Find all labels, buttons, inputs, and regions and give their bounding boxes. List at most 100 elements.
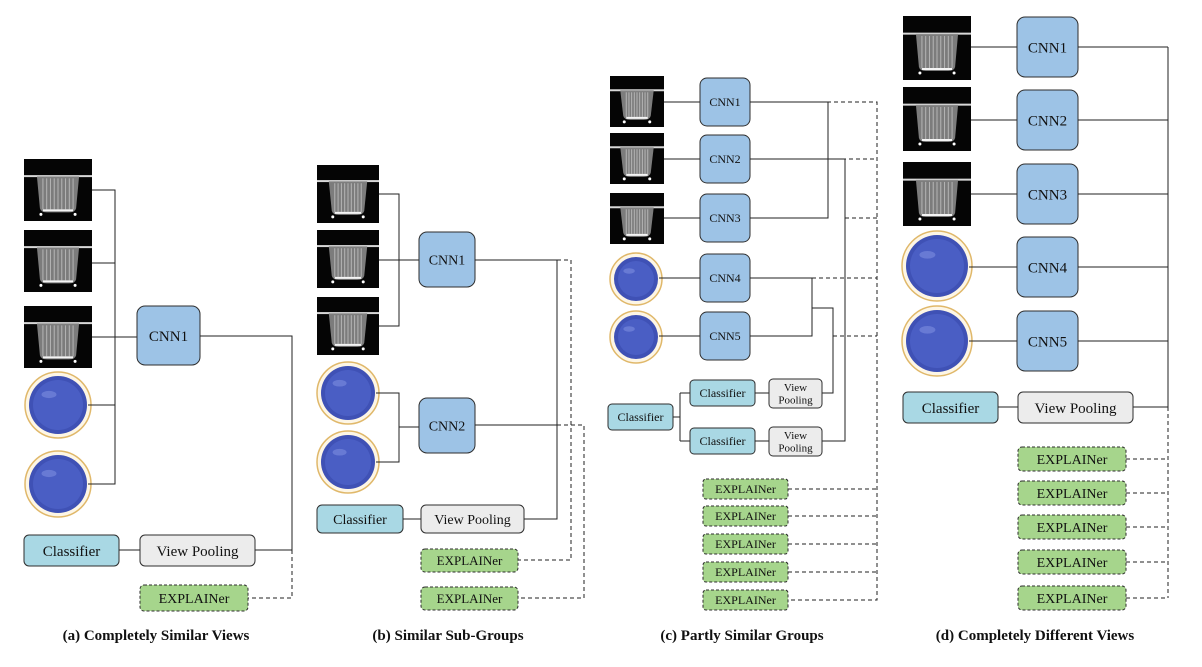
dashed-connector: [518, 424, 585, 599]
explainer-box-label: EXPLAINer: [437, 553, 503, 568]
dashed-connector: [750, 101, 878, 601]
explainer-box-label: EXPLAINer: [1037, 592, 1108, 607]
explainer-box: EXPLAINer: [702, 589, 789, 611]
cnn-box: CNN3: [1016, 163, 1079, 225]
side-view-image: [610, 133, 664, 184]
dashed-connector: [248, 550, 293, 599]
connector-line: [475, 259, 558, 520]
top-view-image: [901, 305, 973, 377]
explainer-box-label: EXPLAINer: [1037, 556, 1108, 571]
view-pooling-box: View Pooling: [420, 504, 525, 534]
cnn-box: CNN2: [1016, 89, 1079, 151]
classifier-box-label: Classifier: [700, 434, 746, 448]
explainer-box: EXPLAINer: [1017, 446, 1127, 472]
explainer-box: EXPLAINer: [1017, 549, 1127, 575]
view-pooling-box-box: [420, 504, 525, 534]
connector-line: [750, 158, 846, 442]
connector-line: [750, 277, 813, 337]
connector-line: [200, 335, 293, 551]
view-pooling-box-label: View Pooling: [156, 544, 239, 560]
cnn-box-label: CNN5: [1028, 334, 1067, 350]
explainer-box: EXPLAINer: [420, 586, 519, 611]
connector-line: [812, 307, 834, 394]
cnn-box-label: CNN4: [1028, 260, 1068, 276]
explainer-box: EXPLAINer: [1017, 514, 1127, 540]
top-view-image: [24, 450, 92, 518]
cnn-box: CNN1: [136, 305, 201, 366]
classifier-box: Classifier: [902, 391, 999, 424]
view-pooling-box-box: [768, 378, 823, 409]
side-view-image: [24, 230, 92, 292]
side-view-image: [317, 230, 379, 288]
classifier-box: Classifier: [23, 534, 120, 567]
side-view-image: [610, 193, 664, 244]
classifier-box-label: Classifier: [922, 401, 980, 417]
view-pooling-box-box: [139, 534, 256, 567]
top-view-image: [609, 252, 663, 306]
cnn-box-label: CNN2: [709, 152, 740, 166]
explainer-box-box: [1017, 585, 1127, 611]
panel-caption: (a) Completely Similar Views: [63, 628, 250, 644]
classifier-box-label: Classifier: [43, 544, 101, 560]
classifier-box: Classifier: [316, 504, 404, 534]
cnn-box-label: CNN1: [429, 253, 466, 268]
cnn-box-label: CNN2: [1028, 113, 1067, 129]
explainer-box-box: [139, 584, 249, 612]
explainer-box-label: EXPLAINer: [1037, 487, 1108, 502]
cnn-box: CNN1: [418, 231, 476, 288]
explainer-box-box: [1017, 446, 1127, 472]
classifier-box: Classifier: [689, 427, 756, 455]
top-view-image: [901, 230, 973, 302]
view-pooling-box-box: [768, 426, 823, 457]
cnn-box: CNN1: [1016, 16, 1079, 78]
explainer-box-box: [420, 548, 519, 573]
top-view-image: [316, 430, 380, 494]
cnn-box: CNN1: [699, 77, 751, 127]
explainer-box-label: EXPLAINer: [715, 537, 776, 551]
cnn-box: CNN2: [699, 134, 751, 184]
connector-line: [1133, 47, 1169, 408]
view-pooling-box: View Pooling: [139, 534, 256, 567]
explainer-box-label: EXPLAINer: [715, 482, 776, 496]
side-view-image: [903, 162, 971, 226]
side-view-image: [24, 306, 92, 368]
explainer-box-label: EXPLAINer: [715, 565, 776, 579]
cnn-box-label: CNN2: [429, 419, 466, 434]
cnn-box-label: CNN3: [1028, 187, 1067, 203]
classifier-box-label: Classifier: [333, 513, 387, 528]
explainer-box-box: [420, 586, 519, 611]
top-view-image: [316, 361, 380, 425]
side-view-image: [24, 159, 92, 221]
panel-caption: (d) Completely Different Views: [936, 628, 1135, 644]
explainer-box-box: [1017, 480, 1127, 506]
dashed-connector: [518, 259, 572, 561]
explainer-box-label: EXPLAINer: [715, 509, 776, 523]
cnn-box: CNN5: [699, 311, 751, 361]
classifier-box-label: Classifier: [618, 410, 664, 424]
side-view-image: [903, 16, 971, 80]
view-pooling-box-box: [1017, 391, 1134, 424]
explainer-box-label: EXPLAINer: [715, 593, 776, 607]
side-view-image: [317, 165, 379, 223]
explainer-box-label: EXPLAINer: [437, 591, 503, 606]
connector-line: [750, 101, 829, 219]
cnn-box-label: CNN3: [709, 211, 740, 225]
explainer-box-box: [702, 589, 789, 611]
explainer-box: EXPLAINer: [702, 561, 789, 583]
connector-line: [376, 392, 400, 463]
classifier-box: Classifier: [689, 379, 756, 407]
explainer-box: EXPLAINer: [702, 533, 789, 555]
panel-caption: (b) Similar Sub-Groups: [372, 628, 523, 644]
view-pooling-box-label: View Pooling: [1034, 401, 1117, 417]
cnn-box: CNN3: [699, 193, 751, 243]
cnn-box: CNN5: [1016, 310, 1079, 372]
classifier-box: Classifier: [607, 403, 674, 431]
view-pooling-box: View Pooling: [1017, 391, 1134, 424]
top-view-image: [24, 371, 92, 439]
side-view-image: [317, 297, 379, 355]
explainer-box-box: [1017, 514, 1127, 540]
